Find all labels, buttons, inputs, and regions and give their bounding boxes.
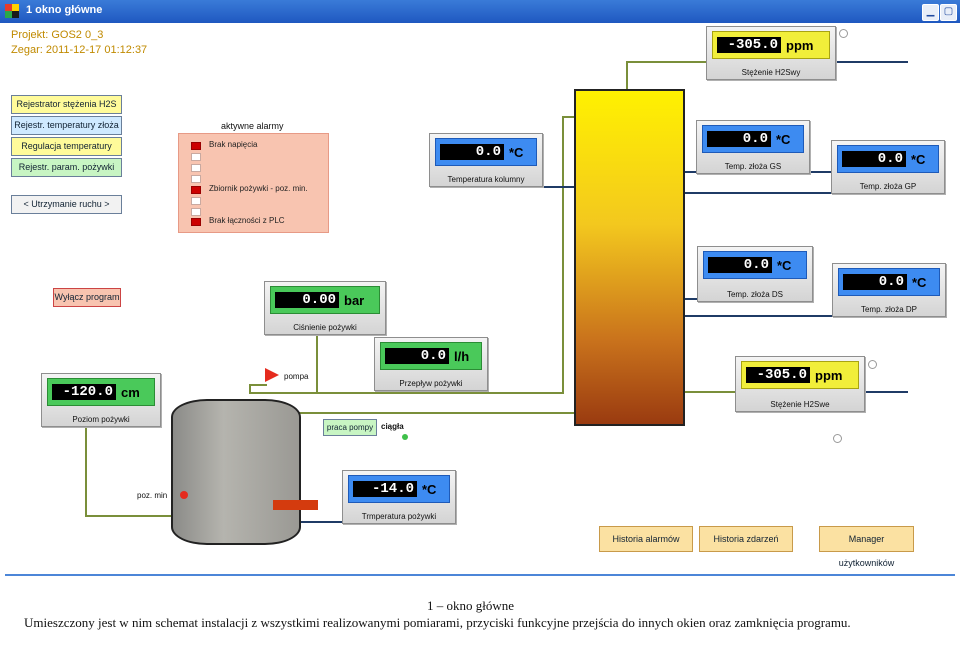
pipe <box>430 389 432 393</box>
bed-gs-meter: 0.0*C Temp. złoża GS <box>696 120 810 174</box>
pipe <box>626 61 708 63</box>
alarms-title: aktywne alarmy <box>221 121 284 131</box>
feed-tank <box>171 399 301 545</box>
alarm-indicator-active <box>191 186 201 194</box>
alarm-indicator <box>191 153 201 161</box>
user-manager-button[interactable]: Manager użytkowników <box>819 526 914 568</box>
pipe <box>295 412 577 414</box>
alarm-indicator <box>191 164 201 172</box>
pipe <box>316 334 318 392</box>
pump-work-button[interactable]: praca pompy <box>323 419 377 436</box>
maintenance-button[interactable]: < Utrzymanie ruchu > <box>11 195 122 214</box>
pipe <box>295 521 343 523</box>
figure-caption-body: Umieszczony jest w nim schemat instalacj… <box>24 615 851 630</box>
bed-gp-meter: 0.0*C Temp. złoża GP <box>831 140 945 194</box>
alarm-row <box>191 153 331 161</box>
alarms-panel: Brak napięcia Zbiornik pożywki - poz. mi… <box>178 133 329 233</box>
pump-mode-label: ciągła <box>381 422 404 431</box>
alarm-row: Brak napięcia <box>191 140 331 150</box>
pipe <box>562 116 564 392</box>
title-bar[interactable]: 1 okno główne ▁ ▢ <box>0 0 960 23</box>
temp-regulation-button[interactable]: Regulacja temperatury <box>11 137 122 156</box>
pump-status-indicator <box>402 434 408 440</box>
h2s-recorder-button[interactable]: Rejestrator stężenia H2S <box>11 95 122 114</box>
status-circle <box>868 360 877 369</box>
event-history-button[interactable]: Historia zdarzeń <box>699 526 793 552</box>
alarm-indicator <box>191 208 201 216</box>
tank-min-label: poz. min <box>137 491 168 500</box>
stop-program-button[interactable]: Wyłącz program <box>53 288 121 307</box>
status-circle <box>833 434 842 443</box>
alarm-indicator <box>191 197 201 205</box>
pipe <box>85 515 173 517</box>
bed-dp-meter: 0.0*C Temp. złoża DP <box>832 263 946 317</box>
pipe <box>681 315 835 317</box>
bed-temp-recorder-button[interactable]: Rejestr. temperatury złoża <box>11 116 122 135</box>
pump-label: pompa <box>284 372 309 381</box>
alarm-indicator-active <box>191 142 201 150</box>
alarm-history-button[interactable]: Historia alarmów <box>599 526 693 552</box>
alarm-row <box>191 197 331 205</box>
pipe <box>626 61 628 101</box>
pipe <box>249 385 251 394</box>
heater-element <box>273 500 318 510</box>
feed-params-recorder-button[interactable]: Rejestr. param. pożywki <box>11 158 122 177</box>
pump-arrow-icon[interactable] <box>265 368 279 382</box>
alarm-row <box>191 164 331 172</box>
project-label: Projekt: GOS2 0_3 <box>11 29 104 41</box>
figure-caption-title: 1 – okno główne <box>427 598 515 613</box>
main-window: 1 okno główne ▁ ▢ Projekt: GOS2 0_3 Zega… <box>0 0 960 576</box>
pipe <box>249 384 267 386</box>
window-title: 1 okno główne <box>26 4 103 16</box>
alarm-row <box>191 175 331 183</box>
min-level-indicator <box>180 491 188 499</box>
h2s-out-value: -305.0 <box>717 37 781 53</box>
pipe <box>864 391 908 393</box>
pipe <box>85 427 87 516</box>
app-icon <box>5 4 19 18</box>
alarm-row: Zbiornik pożywki - poz. min. <box>191 184 331 194</box>
status-bar-line <box>5 574 955 576</box>
minimize-button[interactable]: ▁ <box>922 4 939 21</box>
bed-ds-meter: 0.0*C Temp. złoża DS <box>697 246 813 302</box>
alarm-indicator <box>191 175 201 183</box>
feed-temp-meter: -14.0*C Trmperatura pożywki <box>342 470 456 524</box>
bioreactor-column <box>574 89 685 426</box>
pipe <box>833 61 908 63</box>
status-circle <box>839 29 848 38</box>
clock-label: Zegar: 2011-12-17 01:12:37 <box>11 44 148 56</box>
pipe <box>681 192 831 194</box>
alarm-indicator-active <box>191 218 201 226</box>
alarm-row <box>191 208 331 216</box>
maximize-button[interactable]: ▢ <box>940 4 957 21</box>
alarm-row: Brak łączności z PLC <box>191 216 331 226</box>
column-temp-meter: 0.0*C Temperatura kolumny <box>429 133 543 187</box>
pipe <box>249 392 564 394</box>
pipe <box>542 186 574 188</box>
